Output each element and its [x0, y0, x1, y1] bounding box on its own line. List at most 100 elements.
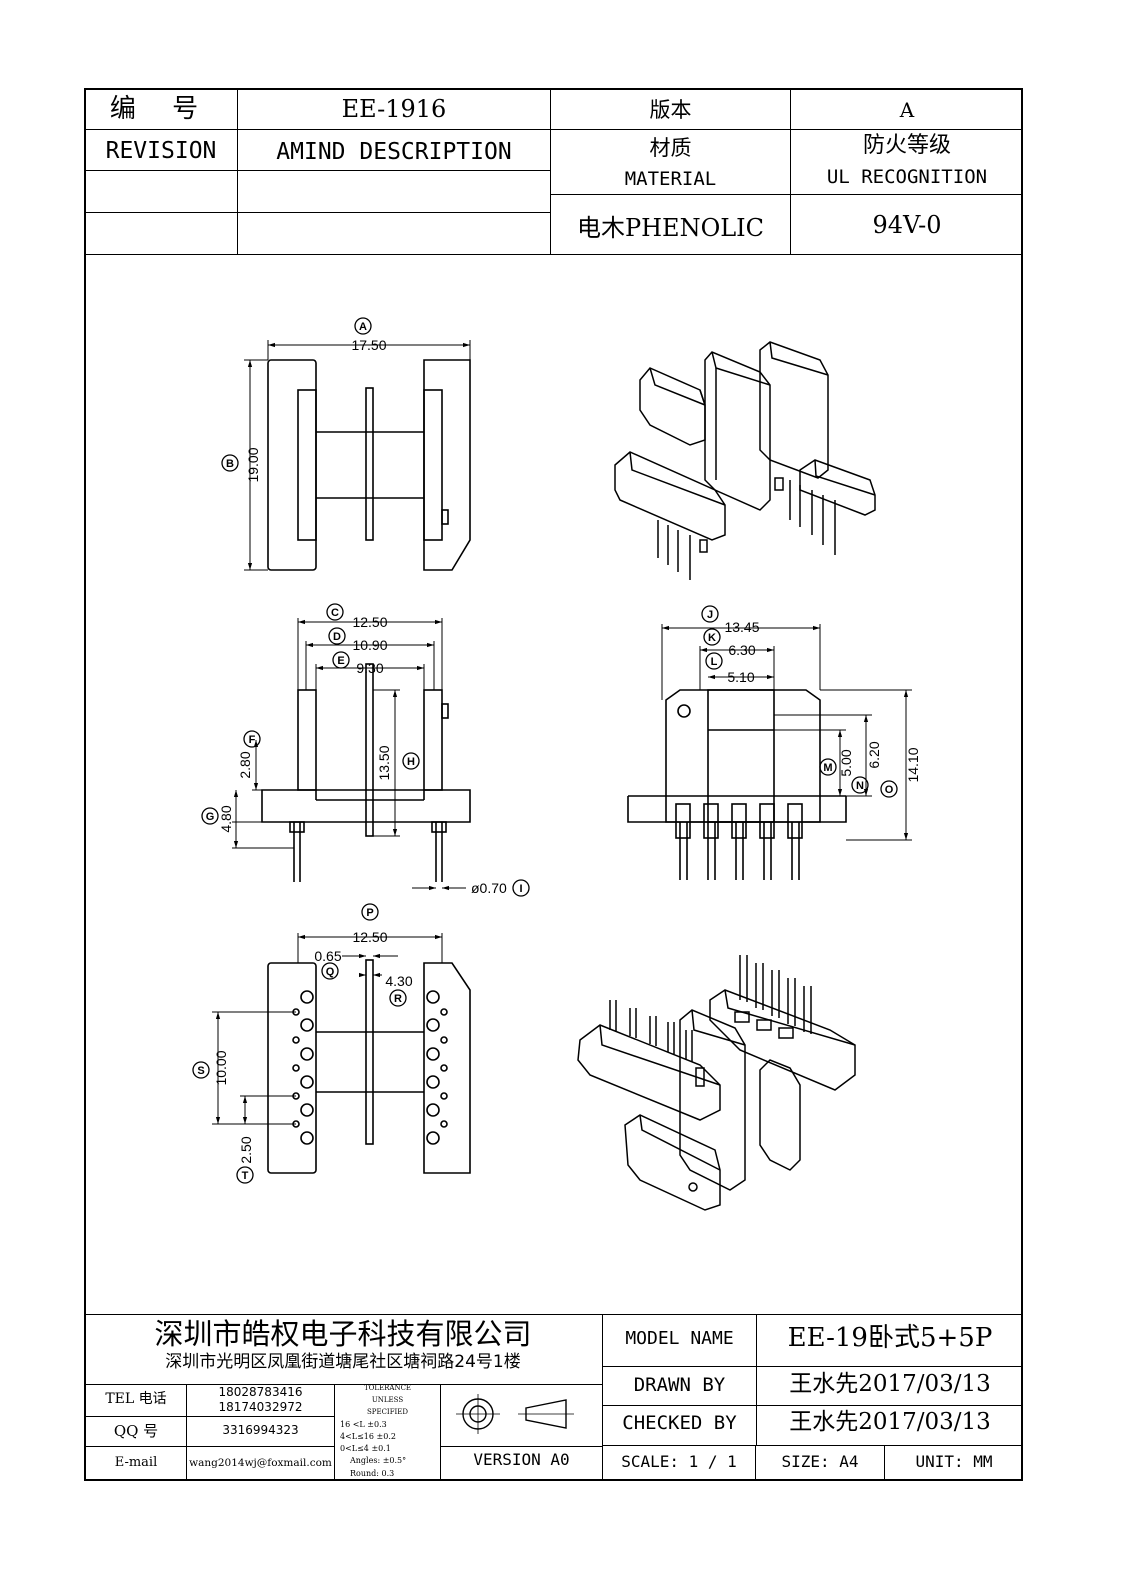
dim-value-h: 13.50	[376, 745, 392, 780]
svg-text:N: N	[856, 780, 864, 792]
ul-rating-value: 94V-0	[872, 211, 942, 239]
ul-recognition-label: UL RECOGNITION	[826, 166, 988, 188]
header-line	[84, 254, 1023, 255]
qq-value: 3316994323	[222, 1423, 299, 1437]
svg-text:T: T	[242, 1170, 249, 1182]
footer-line	[84, 1314, 1023, 1315]
svg-text:K: K	[708, 632, 716, 644]
unit-label: UNIT: MM	[915, 1452, 993, 1471]
tag-d: D	[328, 627, 346, 645]
material-cn-label: 材质	[649, 136, 692, 160]
tolerance-row-3: 0<L≤4 ±0.1	[340, 1444, 391, 1453]
dim-value-p: 12.50	[352, 929, 387, 945]
tag-j: J	[701, 605, 719, 623]
tag-b: B	[221, 454, 239, 472]
header-line	[84, 129, 1023, 130]
amind-description-label: AMIND DESCRIPTION	[276, 139, 512, 165]
svg-text:P: P	[366, 907, 373, 919]
tag-l: L	[705, 652, 723, 670]
tag-e: E	[332, 651, 350, 669]
size-label: SIZE: A4	[781, 1452, 859, 1471]
dim-value-a: 17.50	[351, 337, 386, 353]
version-label: 版本	[649, 98, 692, 122]
dim-value-b: 19.00	[245, 447, 261, 482]
tag-t: T	[236, 1166, 254, 1184]
tag-q: Q	[321, 962, 339, 980]
version-value: A	[899, 98, 915, 122]
model-name-value: EE-19卧式5+5P	[787, 1323, 993, 1353]
svg-text:Q: Q	[326, 966, 335, 978]
dim-value-l: 5.10	[727, 669, 754, 685]
footer-line	[84, 1416, 334, 1417]
tolerance-specified: SPECIFIED	[366, 1408, 409, 1416]
dim-value-r: 4.30	[385, 973, 412, 989]
tag-m: M	[819, 758, 837, 776]
svg-text:G: G	[206, 811, 215, 823]
revision-label: REVISION	[105, 138, 217, 164]
dim-value-f: 2.80	[237, 751, 253, 778]
isometric-view-top	[614, 341, 876, 580]
checked-by-value: 王水先2017/03/13	[789, 1409, 991, 1435]
svg-text:C: C	[331, 607, 339, 619]
tolerance-row-2: 4<L≤16 ±0.2	[340, 1432, 396, 1441]
tag-k: K	[703, 628, 721, 646]
tolerance-row-1: 16 <L ±0.3	[340, 1420, 387, 1429]
dim-value-e: 9.30	[356, 660, 383, 676]
svg-text:M: M	[823, 762, 832, 774]
footer-line	[440, 1446, 602, 1447]
tag-o: O	[880, 780, 898, 798]
version-number: VERSION A0	[473, 1450, 570, 1469]
qq-label: QQ 号	[113, 1422, 159, 1440]
isometric-view-bottom	[577, 955, 856, 1211]
front-view	[232, 618, 471, 891]
svg-text:E: E	[337, 655, 344, 667]
footer-line	[602, 1445, 1023, 1446]
dim-value-j: 13.45	[724, 619, 759, 635]
dim-value-t: 2.50	[238, 1136, 254, 1163]
checked-by-label: CHECKED BY	[622, 1412, 737, 1434]
tag-r: R	[389, 989, 407, 1007]
drawing-frame	[84, 88, 1023, 1481]
header-line	[237, 88, 238, 254]
tel-value-1: 18028783416	[218, 1385, 303, 1399]
svg-text:L: L	[711, 656, 718, 668]
svg-text:S: S	[197, 1065, 204, 1077]
fire-rating-cn-label: 防火等级	[862, 133, 951, 158]
bottom-view	[212, 933, 471, 1174]
side-view	[627, 624, 912, 880]
dim-value-q: 0.65	[314, 948, 341, 964]
footer-line	[334, 1384, 335, 1481]
dim-value-o: 14.10	[905, 747, 921, 782]
tolerance-angles: Angles: ±0.5°	[350, 1456, 407, 1465]
top-view	[244, 340, 471, 571]
company-address: 深圳市光明区凤凰街道塘尾社区塘祠路24号1楼	[165, 1352, 521, 1372]
dim-value-i: ø0.70	[471, 880, 507, 896]
email-label: E-mail	[114, 1455, 158, 1470]
tel-label: TEL 电话	[105, 1391, 167, 1407]
dim-value-k: 6.30	[728, 642, 755, 658]
footer-line	[756, 1314, 757, 1446]
svg-text:J: J	[707, 609, 713, 621]
tag-s: S	[192, 1061, 210, 1079]
material-en-label: MATERIAL	[624, 168, 717, 190]
footer-line	[755, 1445, 756, 1481]
drawn-by-value: 王水先2017/03/13	[789, 1371, 991, 1397]
tolerance-unless: UNLESS	[371, 1396, 404, 1404]
header-line	[84, 170, 550, 171]
company-name: 深圳市皓权电子科技有限公司	[154, 1317, 532, 1351]
svg-text:D: D	[333, 631, 341, 643]
scale-label: SCALE: 1 / 1	[621, 1452, 737, 1471]
tolerance-round: Round: 0.3	[350, 1469, 395, 1478]
tag-f: F	[243, 730, 261, 748]
dim-value-d: 10.90	[352, 637, 387, 653]
footer-line	[602, 1405, 1023, 1406]
tag-h: H	[402, 752, 420, 770]
email-value: wang2014wj@foxmail.com	[189, 1457, 332, 1469]
header-line	[84, 212, 550, 213]
dim-value-m: 5.00	[838, 749, 854, 776]
tag-n: N	[851, 776, 869, 794]
dim-value-c: 12.50	[352, 614, 387, 630]
drawing-no-value: EE-1916	[341, 95, 447, 123]
footer-line	[84, 1384, 602, 1385]
